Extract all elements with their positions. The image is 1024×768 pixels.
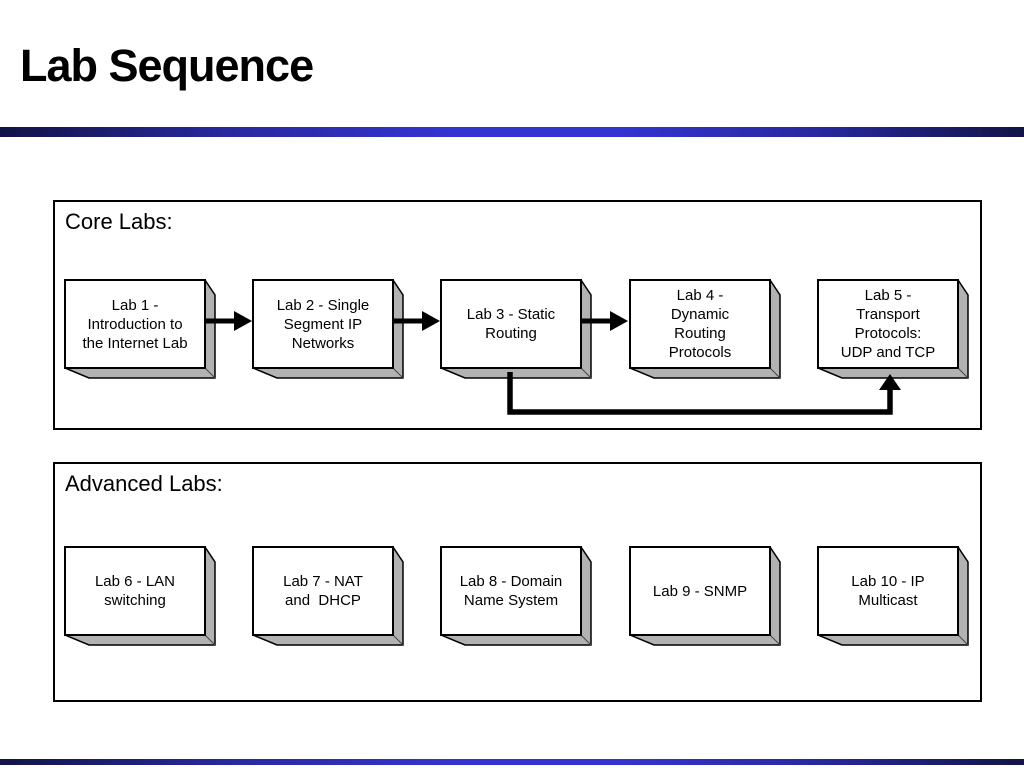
flow-arrow-lab1-lab2 [205, 311, 252, 331]
flow-arrow-lab2-lab3 [393, 311, 440, 331]
advanced-labs-heading: Advanced Labs: [65, 471, 223, 496]
box-3d-shape [440, 279, 592, 379]
box-3d-shape [817, 279, 969, 379]
box-3d-shape [64, 546, 216, 646]
lab8-box: Lab 8 - Domain Name System [440, 546, 592, 646]
box-3d-shape [440, 546, 592, 646]
box-3d-shape [252, 279, 404, 379]
lab10-label: Lab 10 - IP Multicast [851, 573, 925, 609]
lab4-label: Lab 4 - Dynamic Routing Protocols [668, 287, 732, 361]
flow-arrow-lab3-lab4 [581, 311, 628, 331]
lab4-box: Lab 4 - Dynamic Routing Protocols [629, 279, 781, 379]
core-labs-heading: Core Labs: [65, 209, 173, 234]
box-3d-shape [629, 279, 781, 379]
lab9-label: Lab 9 - SNMP [652, 582, 748, 600]
lab1-label: Lab 1 - Introduction to the Internet Lab [82, 296, 188, 352]
lab3-box: Lab 3 - Static Routing [440, 279, 592, 379]
lab8-label: Lab 8 - Domain Name System [459, 573, 563, 609]
lab7-label: Lab 7 - NAT and DHCP [283, 573, 363, 609]
box-3d-shape [64, 279, 216, 379]
lab6-box: Lab 6 - LAN switching [64, 546, 216, 646]
lab3-label: Lab 3 - Static Routing [466, 306, 556, 342]
box-3d-shape [252, 546, 404, 646]
lab2-label: Lab 2 - Single Segment IP Networks [276, 296, 370, 352]
box-3d-shape [817, 546, 969, 646]
lab5-label: Lab 5 - Transport Protocols: UDP and TCP [840, 287, 936, 361]
slide-title: Lab Sequence [20, 40, 314, 91]
lab6-label: Lab 6 - LAN switching [94, 573, 176, 609]
title-divider-bar [0, 127, 1024, 137]
lab5-box: Lab 5 - Transport Protocols: UDP and TCP [817, 279, 969, 379]
lab7-box: Lab 7 - NAT and DHCP [252, 546, 404, 646]
lab10-box: Lab 10 - IP Multicast [817, 546, 969, 646]
lab1-box: Lab 1 - Introduction to the Internet Lab [64, 279, 216, 379]
lab9-box: Lab 9 - SNMP [629, 546, 781, 646]
footer-divider-bar [0, 759, 1024, 765]
lab2-box: Lab 2 - Single Segment IP Networks [252, 279, 404, 379]
flow-arrow-lab3-lab5-elbow [507, 372, 901, 415]
box-3d-shape [629, 546, 781, 646]
